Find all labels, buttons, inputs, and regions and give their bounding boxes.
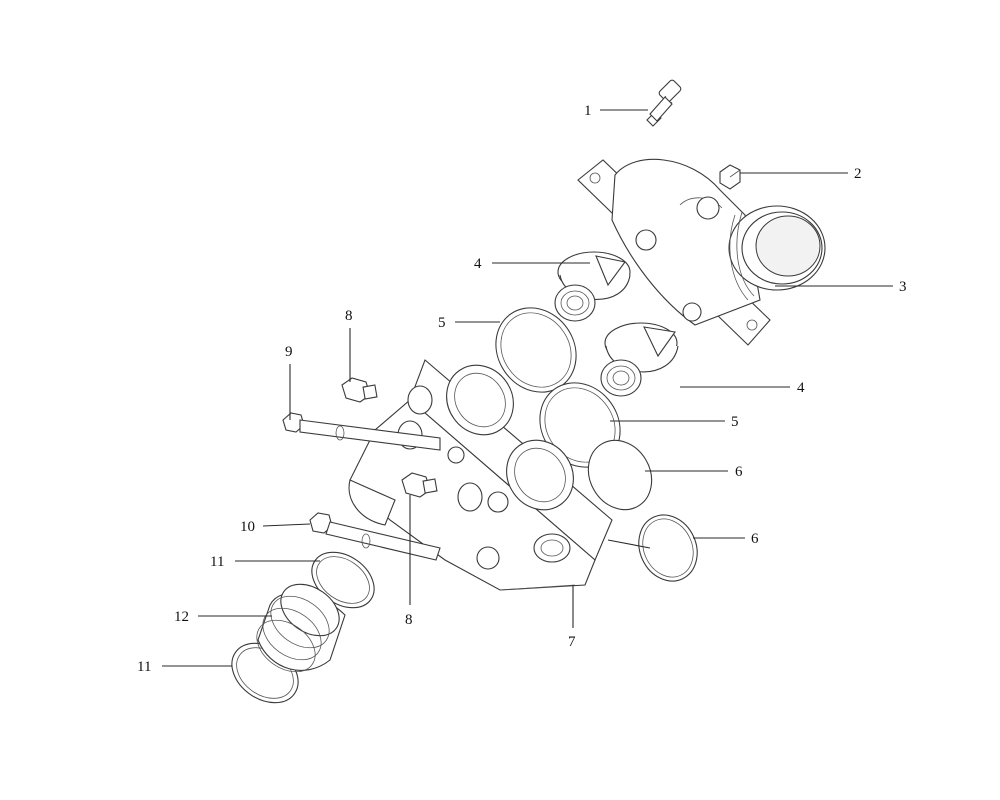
part-7-main-housing xyxy=(348,359,613,591)
part-9-long-bolt xyxy=(282,412,441,451)
callout-4-lower: 4 xyxy=(797,380,805,396)
callout-11-upper: 11 xyxy=(210,554,224,570)
part-3-housing-cover xyxy=(577,158,826,346)
callout-1: 1 xyxy=(584,103,592,119)
callout-11-lower: 11 xyxy=(137,659,151,675)
callout-8-upper: 8 xyxy=(345,308,353,324)
callout-6-upper: 6 xyxy=(735,464,743,480)
callout-9: 9 xyxy=(285,344,293,360)
part-1-bolt xyxy=(646,79,682,127)
part-4-thermostat-upper xyxy=(554,251,631,322)
leader-lines xyxy=(162,109,893,667)
callout-labels: 1 2 3 4 4 5 5 6 6 7 8 8 9 10 11 12 11 xyxy=(137,103,907,675)
callout-8-lower: 8 xyxy=(405,612,413,628)
part-8-plug-upper xyxy=(341,377,378,403)
part-8-plug-lower xyxy=(401,472,438,498)
callout-10: 10 xyxy=(240,519,255,535)
part-6-o-rings xyxy=(587,439,698,582)
callout-5-lower: 5 xyxy=(731,414,739,430)
part-10-bolt xyxy=(309,512,441,561)
callout-7: 7 xyxy=(568,634,576,650)
callout-12: 12 xyxy=(174,609,189,625)
callout-2: 2 xyxy=(854,166,862,182)
part-2-plug xyxy=(719,164,741,190)
callout-5-upper: 5 xyxy=(438,315,446,331)
callout-6-lower: 6 xyxy=(751,531,759,547)
callout-3: 3 xyxy=(899,279,907,295)
part-4-thermostat-lower xyxy=(600,322,679,397)
callout-4-upper: 4 xyxy=(474,256,482,272)
part-12-sleeve xyxy=(256,583,346,673)
